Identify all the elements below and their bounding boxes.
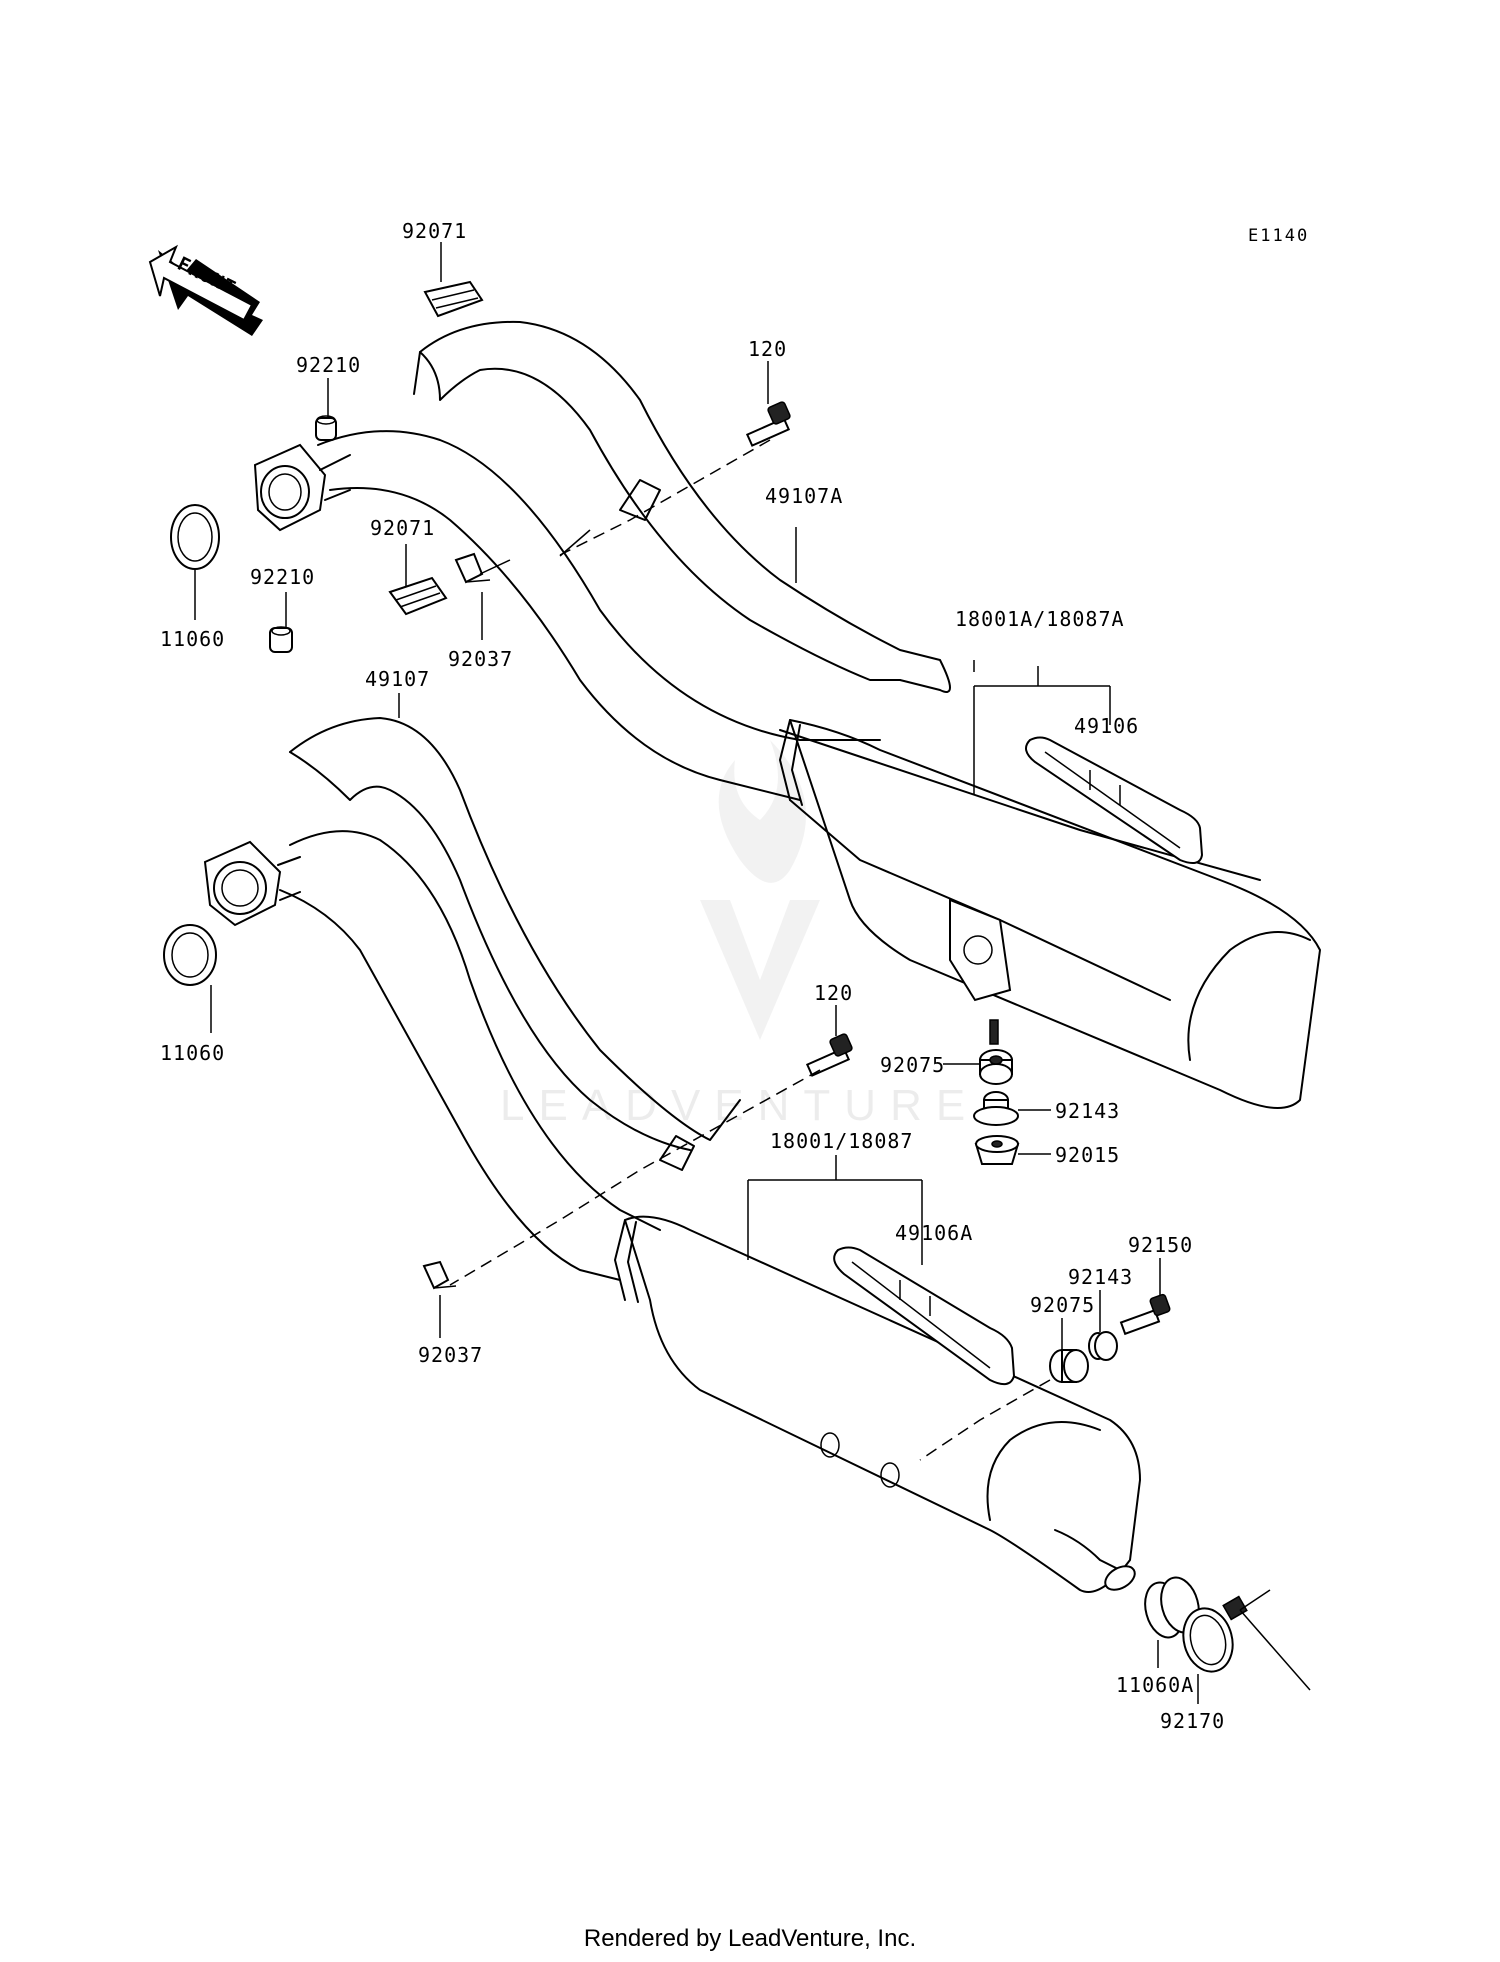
bushing-92210-lower — [269, 626, 293, 653]
label-92071-top: 92071 — [402, 219, 467, 243]
upper-heat-shield — [413, 320, 951, 693]
label-92143-bottom: 92143 — [1068, 1265, 1133, 1289]
clamp-92037-lower — [422, 1260, 457, 1290]
label-92210-top: 92210 — [296, 353, 361, 377]
gasket-11060-upper — [170, 504, 220, 570]
bolt-92150 — [1119, 1293, 1171, 1336]
upper-muffler-bracket — [949, 898, 1012, 1045]
lower-exhaust-flange — [203, 840, 301, 927]
diagram-code: E1140 — [1248, 226, 1309, 246]
damper-92075-upper — [979, 1049, 1013, 1085]
label-120-mid: 120 — [814, 981, 853, 1005]
label-49107: 49107 — [365, 667, 430, 691]
label-11060A: 11060A — [1116, 1673, 1194, 1697]
label-18001A-18087A: 18001A/18087A — [955, 607, 1125, 631]
label-92210-mid: 92210 — [250, 565, 315, 589]
lower-heat-shield — [289, 717, 741, 1151]
part-labels: 92071 92210 120 49107A 11060 92071 92210… — [160, 219, 1225, 1733]
label-92015: 92015 — [1055, 1143, 1120, 1167]
bolt-120-lower — [805, 1033, 853, 1077]
label-92143-top: 92143 — [1055, 1099, 1120, 1123]
damper-92071-upper — [423, 280, 484, 318]
label-92075-top: 92075 — [880, 1053, 945, 1077]
label-92150: 92150 — [1128, 1233, 1193, 1257]
label-11060-bottom: 11060 — [160, 1041, 225, 1065]
collar-92143-upper — [973, 1091, 1019, 1126]
watermark-text: LEADVENTURE — [500, 1081, 979, 1130]
label-92071-mid: 92071 — [370, 516, 435, 540]
clamp-92170 — [1182, 1595, 1248, 1673]
emblem-49106A — [833, 1246, 1016, 1386]
gasket-11060-lower — [163, 924, 217, 986]
footer-credit: Rendered by LeadVenture, Inc. — [584, 1925, 916, 1952]
label-92037-bottom: 92037 — [418, 1343, 483, 1367]
collar-92143-lower — [1088, 1331, 1118, 1361]
label-92037-top: 92037 — [448, 647, 513, 671]
label-11060-top: 11060 — [160, 627, 225, 651]
label-18001-18087: 18001/18087 — [770, 1129, 913, 1153]
damper-92015 — [974, 1135, 1020, 1165]
lower-exhaust-pipe — [279, 830, 661, 1281]
upper-exhaust-pipe — [317, 430, 1261, 1001]
clamp-92037-upper — [454, 552, 491, 584]
label-92170: 92170 — [1160, 1709, 1225, 1733]
lower-muffler — [614, 1215, 1141, 1593]
front-arrow: FRONT — [148, 244, 263, 336]
label-49106: 49106 — [1074, 714, 1139, 738]
upper-exhaust-flange — [253, 443, 351, 532]
label-49106A: 49106A — [895, 1221, 973, 1245]
damper-92071-lower — [388, 576, 448, 616]
leader-lines — [194, 242, 1199, 1704]
damper-92075-lower — [1049, 1349, 1089, 1383]
upper-muffler — [779, 719, 1321, 1109]
label-120-top: 120 — [748, 337, 787, 361]
bushing-92210-upper — [315, 415, 337, 441]
label-92075-bottom: 92075 — [1030, 1293, 1095, 1317]
bolt-120-upper — [745, 401, 791, 447]
label-49107A: 49107A — [765, 484, 843, 508]
emblem-49106 — [1025, 736, 1204, 865]
